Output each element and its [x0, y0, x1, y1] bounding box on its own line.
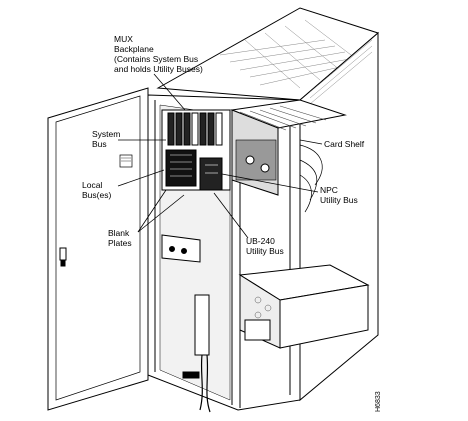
leader-lines: [117, 73, 323, 239]
ub240-utility-bus-label: UB-240 Utility Bus: [246, 236, 284, 256]
local-bus-leader: [117, 169, 165, 187]
blank-plates-label: Blank Plates: [108, 228, 132, 248]
side-vent: [309, 39, 373, 105]
blank-plates-leader: [137, 189, 167, 233]
card-shelf: [230, 99, 347, 196]
cabling: [299, 144, 323, 213]
blank-plates-leader-2: [137, 194, 185, 233]
door-latch-icon: [59, 247, 67, 261]
ub240-leader: [213, 192, 249, 239]
local-bus-label: Local Bus(es): [82, 180, 112, 200]
blank-plates: [161, 234, 201, 263]
system-bus-slots: [167, 112, 223, 146]
local-bus-block: [165, 149, 197, 187]
card-shelf-label: Card Shelf: [324, 139, 365, 149]
card-shelf-leader: [299, 139, 323, 145]
power-shelf: [238, 264, 370, 349]
floor-cable: [182, 294, 211, 413]
npc-utility-bus-label: NPC Utility Bus: [320, 185, 358, 205]
mux-backplane-label: MUX Backplane (Contains System Bus and h…: [114, 34, 203, 74]
system-bus-label: System Bus: [92, 129, 121, 149]
mux-leader: [153, 73, 186, 111]
mux-backplane: [161, 109, 231, 191]
npc-leader: [221, 173, 319, 193]
figure-id: H6833: [375, 391, 382, 412]
top-vent-mesh: [219, 19, 363, 89]
npc-utility-bus-block: [199, 157, 223, 191]
open-door: [47, 87, 149, 411]
